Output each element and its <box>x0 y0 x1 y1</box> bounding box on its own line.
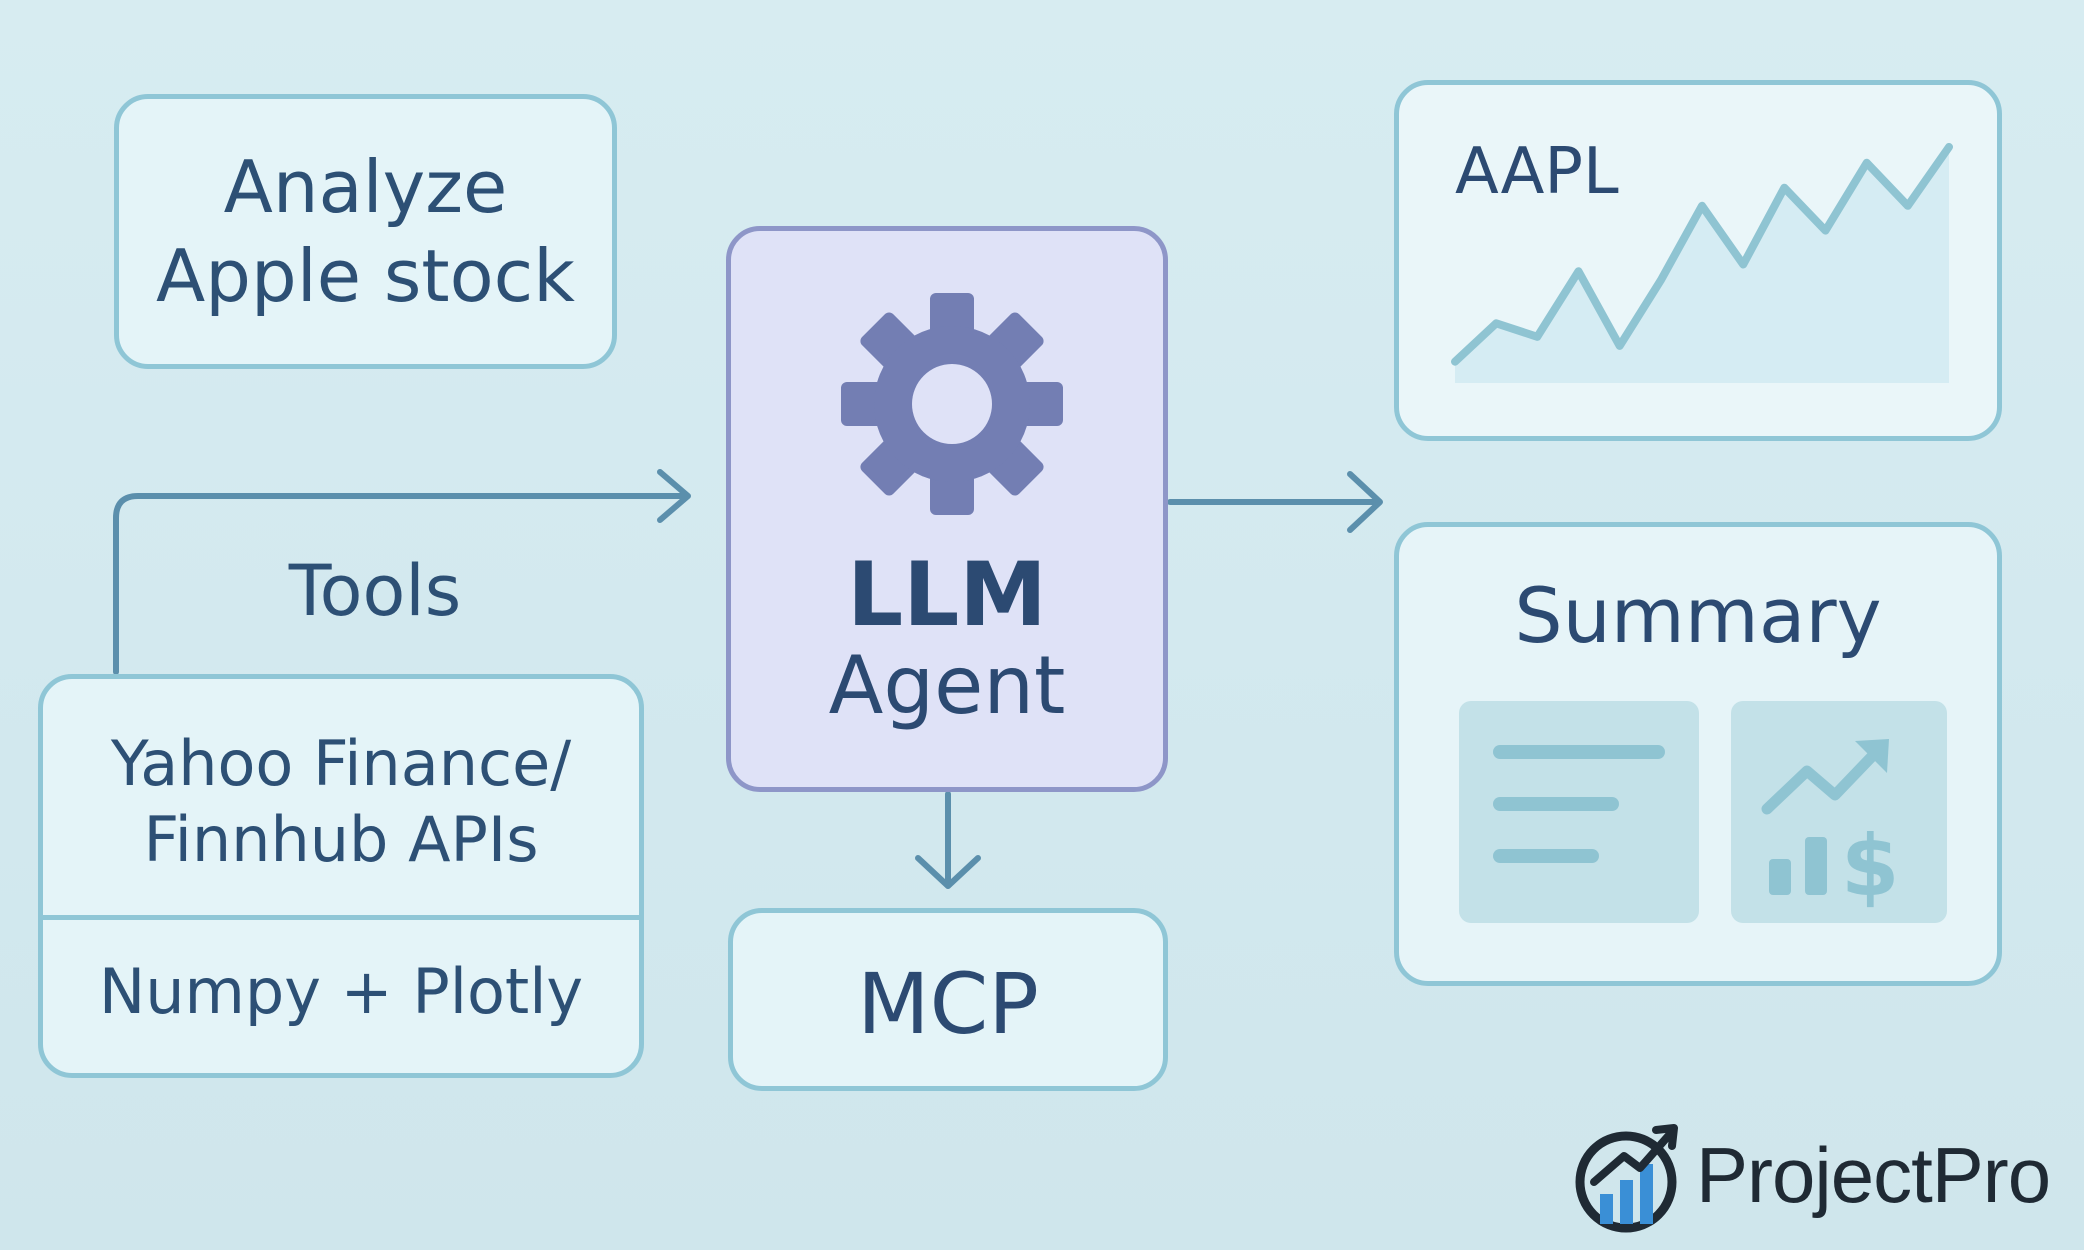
chart-title: AAPL <box>1455 135 1619 209</box>
mcp-label: MCP <box>857 955 1039 1053</box>
arrow-tools-to-agent <box>113 493 689 675</box>
trend-area <box>1455 147 1949 383</box>
query-line-1: Analyze <box>223 145 508 229</box>
tools-api-line-2: Finnhub APIs <box>143 803 539 876</box>
brand-logo: ProjectPro <box>1570 1120 2070 1240</box>
query-box: Analyze Apple stock <box>114 94 617 369</box>
brand-name: ProjectPro <box>1696 1131 2051 1219</box>
arrowhead-agent-to-mcp <box>915 855 981 889</box>
query-line-2: Apple stock <box>156 234 575 318</box>
output-chart-box: AAPL <box>1394 80 2002 441</box>
trend-chart <box>1451 143 1953 383</box>
summary-title: Summary <box>1514 571 1882 660</box>
tools-divider <box>43 915 639 920</box>
trend-line <box>1451 143 1953 366</box>
svg-text:$: $ <box>1841 817 1899 915</box>
summary-box: Summary $ <box>1394 522 2002 986</box>
llm-agent-box: LLM Agent <box>726 226 1168 792</box>
brand-logo-icon <box>1575 1124 1678 1233</box>
finance-growth-icon: $ <box>1731 701 1947 923</box>
gear-icon <box>837 289 1067 519</box>
arrowhead-agent-to-output <box>1347 471 1383 533</box>
document-lines-icon <box>1459 701 1699 923</box>
mcp-box: MCP <box>728 908 1168 1091</box>
doc-line-2 <box>1493 797 1619 811</box>
tools-libs: Numpy + Plotly <box>98 955 584 1028</box>
agent-line-1: LLM <box>847 543 1047 646</box>
doc-line-3 <box>1493 849 1599 863</box>
arrowhead-tools-to-agent <box>657 469 691 523</box>
tools-label: Tools <box>288 550 462 632</box>
tools-api-line-1: Yahoo Finance/ <box>110 727 572 800</box>
doc-line-1 <box>1493 745 1665 759</box>
tools-box: Yahoo Finance/ Finnhub APIs Numpy + Plot… <box>38 674 644 1078</box>
agent-line-2: Agent <box>828 639 1066 732</box>
